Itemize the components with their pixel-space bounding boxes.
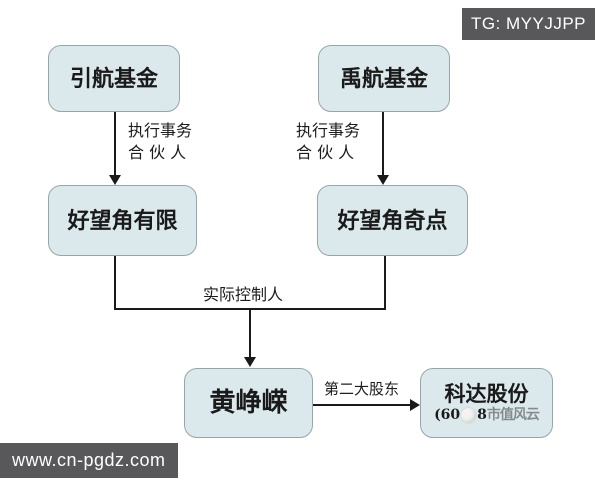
tg-badge-text: TG: MYYJJPP [470,14,587,33]
arrowhead-down-icon [244,357,256,367]
node-label: 好望角有限 [67,207,178,234]
watermark-overlay-text: 市值风云 [486,407,540,423]
edge-label-left-partner: 执行事务合 伙 人 [128,120,192,164]
connector-left-drop [114,256,116,310]
node-label: 好望角奇点 [337,207,448,234]
edge-label-text: 实际控制人 [203,285,284,304]
node-label: 黄峥嵘 [209,388,288,418]
connector-right-drop [384,256,386,310]
edge-label-line1: 执行事务 [128,121,193,140]
node-yuhang-fund[interactable]: 禹航基金 [318,45,450,112]
site-watermark-bar: www.cn-pgdz.com [0,443,178,478]
edge-label-right-partner: 执行事务合 伙 人 [296,120,360,164]
edge-label-line2: 合 伙 人 [128,143,187,162]
edge-label-second-shareholder: 第二大股东 [324,378,399,400]
node-label: 禹航基金 [339,65,428,92]
edge-line-second-shareholder [313,404,411,406]
edge-label-actual-controller: 实际控制人 [203,284,283,306]
edge-label-line2: 合 伙 人 [296,143,355,162]
stock-code-suffix: 8 [477,407,487,423]
edge-line-controller [249,310,251,358]
arrowhead-down-icon [377,175,389,185]
arrowhead-right-icon [410,399,420,411]
edge-label-line1: 执行事务 [296,121,361,140]
edge-label-text: 第二大股东 [324,380,400,398]
site-watermark-text: www.cn-pgdz.com [12,450,166,470]
connector-horizontal [114,308,386,310]
stock-code-prefix: (60 [434,407,461,423]
edge-line-left-partner [114,112,116,176]
node-label: 引航基金 [69,65,158,92]
node-haowangjiao-qidian[interactable]: 好望角奇点 [317,185,468,256]
arrowhead-down-icon [109,175,121,185]
node-label: 科达股份 [444,381,529,406]
watermark-logo-icon [460,406,478,424]
edge-line-right-partner [382,112,384,176]
node-haowangjiao-youxian[interactable]: 好望角有限 [48,185,197,256]
tg-badge: TG: MYYJJPP [462,8,595,40]
node-huang-zhengrong[interactable]: 黄峥嵘 [184,368,313,438]
node-yinhang-fund[interactable]: 引航基金 [48,45,180,112]
